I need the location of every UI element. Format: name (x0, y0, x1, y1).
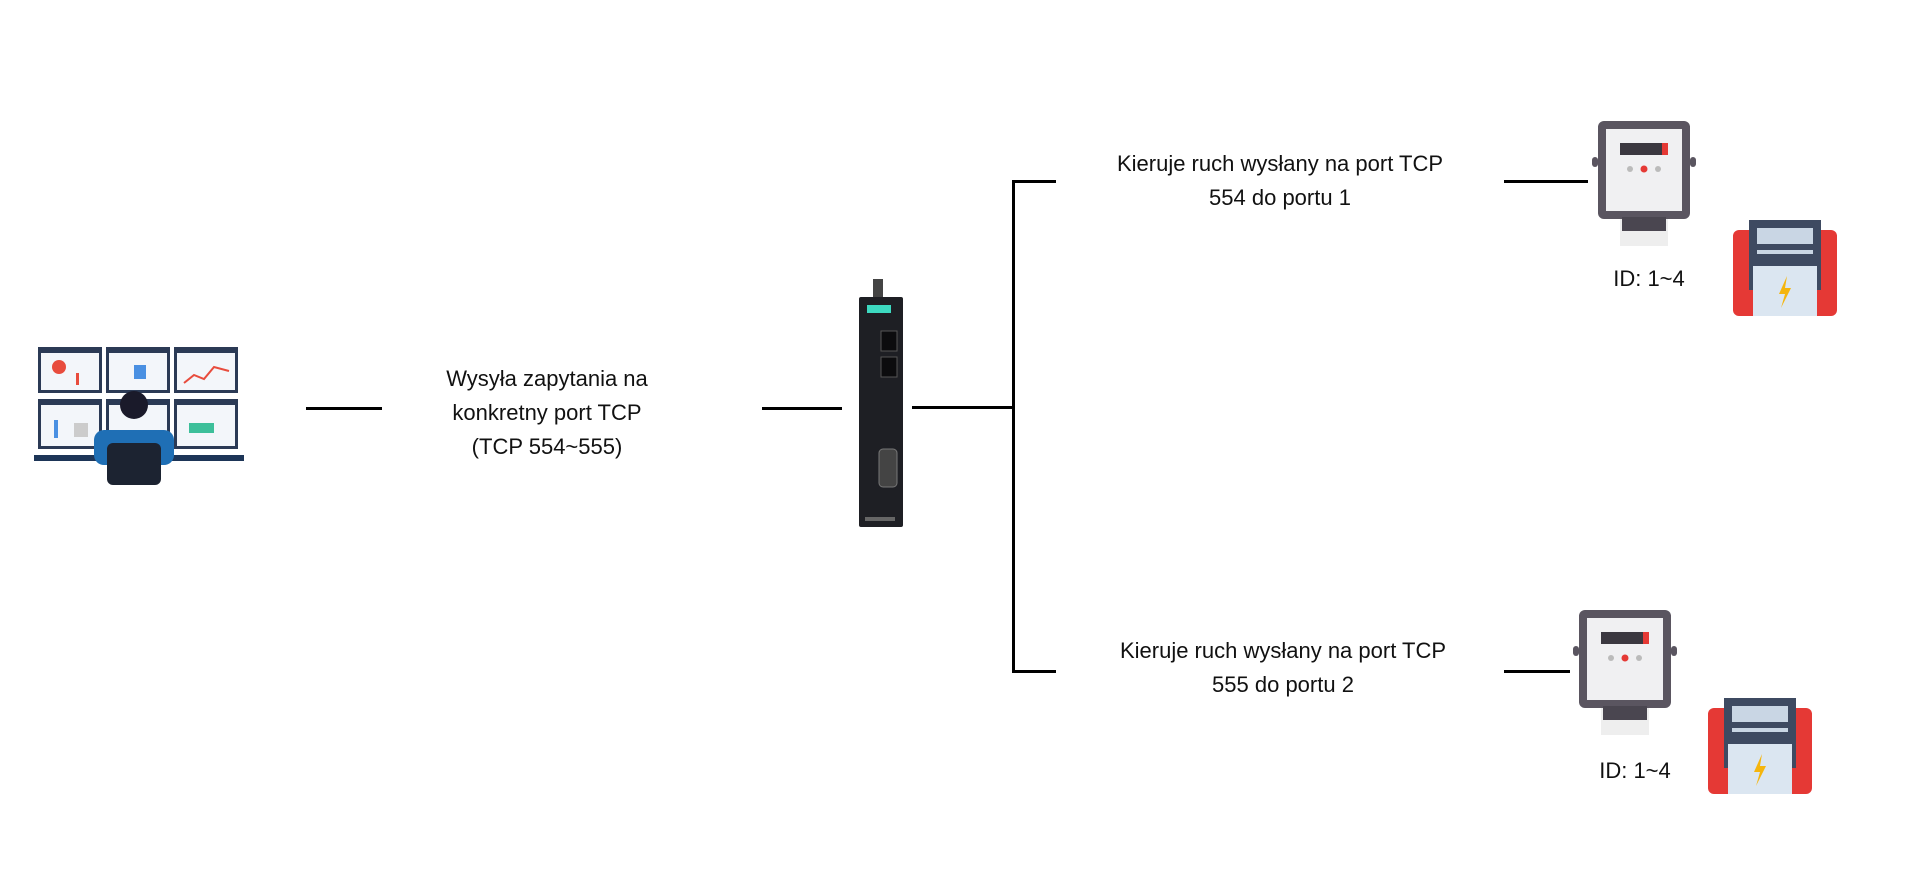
device-id-label: ID: 1~4 (1613, 266, 1685, 291)
branch-line (1012, 180, 1015, 673)
client-request-label: Wysyła zapytania na konkretny port TCP (… (446, 362, 648, 464)
electric-meter-icon (1573, 610, 1677, 735)
label-line: konkretny port TCP (452, 400, 642, 425)
label-line: 555 do portu 2 (1212, 672, 1354, 697)
connector-line (912, 406, 1015, 409)
connector-line (762, 407, 842, 410)
label-line: Wysyła zapytania na (446, 366, 648, 391)
connector-line (1012, 670, 1056, 673)
label-line: Kieruje ruch wysłany na port TCP (1119, 638, 1447, 663)
label-line: Kieruje ruch wysłany na port TCP (1116, 151, 1444, 176)
connector-line (1012, 180, 1056, 183)
connector-line (306, 407, 382, 410)
electric-meter-icon (1592, 121, 1696, 246)
serial-device-server-icon (859, 279, 903, 527)
power-meter-icon (1708, 698, 1812, 794)
device-id-label: ID: 1~4 (1599, 758, 1671, 783)
connector-line (1504, 180, 1588, 183)
power-meter-icon (1733, 220, 1837, 316)
label-line: 554 do portu 1 (1209, 185, 1351, 210)
route-1-label: Kieruje ruch wysłany na port TCP 554 do … (1117, 147, 1443, 215)
label-line: (TCP 554~555) (471, 434, 623, 459)
route-2-label: Kieruje ruch wysłany na port TCP 555 do … (1120, 634, 1446, 702)
connector-line (1504, 670, 1570, 673)
operator-workstation-icon (34, 347, 244, 485)
